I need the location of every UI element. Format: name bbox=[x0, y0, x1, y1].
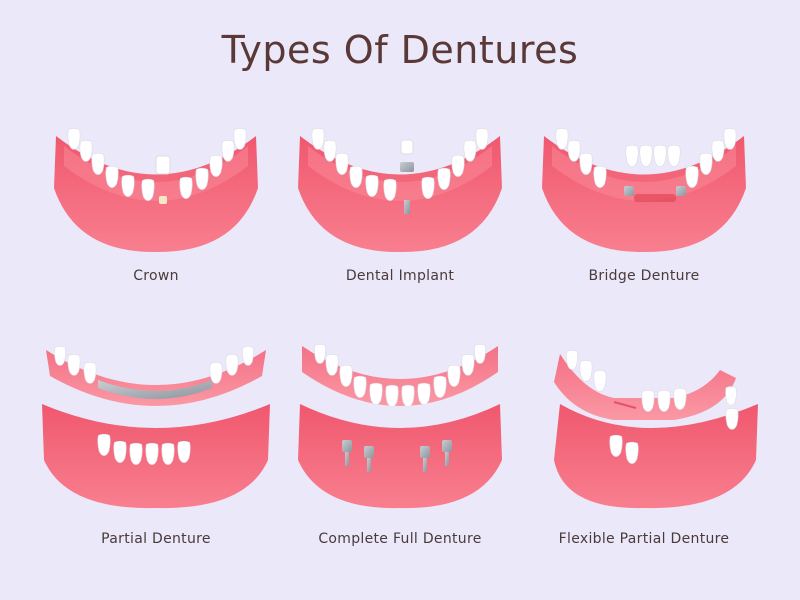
crown-illustration bbox=[54, 128, 258, 253]
denture-partial: Partial Denture bbox=[36, 342, 276, 562]
implant-abutment bbox=[400, 162, 414, 172]
bridge-denture-illustration bbox=[542, 128, 746, 253]
label-flexible-partial-denture: Flexible Partial Denture bbox=[558, 531, 730, 547]
label-crown: Crown bbox=[133, 268, 179, 284]
crown-cap bbox=[155, 155, 171, 175]
clasp bbox=[613, 401, 637, 409]
page-title: Types Of Dentures bbox=[221, 28, 579, 72]
abutment-left bbox=[624, 186, 634, 196]
lower-gum bbox=[554, 404, 758, 509]
denture-complete-full: Complete Full Denture bbox=[280, 342, 520, 562]
flexible-partial-denture-illustration bbox=[554, 350, 758, 509]
partial-denture-illustration bbox=[42, 346, 270, 509]
upper-gum bbox=[46, 350, 266, 406]
label-complete-full-denture: Complete Full Denture bbox=[318, 531, 482, 547]
implant-posts bbox=[342, 440, 452, 472]
lower-gum bbox=[298, 404, 502, 509]
denture-dental-implant: Dental Implant bbox=[280, 118, 520, 338]
label-bridge-denture: Bridge Denture bbox=[588, 268, 700, 284]
implant-crown bbox=[400, 139, 414, 155]
label-partial-denture: Partial Denture bbox=[101, 531, 211, 547]
upper-gum bbox=[302, 346, 498, 406]
denture-flexible-partial: Flexible Partial Denture bbox=[524, 342, 764, 562]
denture-crown: Crown bbox=[36, 118, 276, 338]
dental-implant-illustration bbox=[298, 128, 502, 253]
implant-screw bbox=[404, 200, 410, 214]
flexible-base bbox=[554, 354, 736, 420]
bridge-teeth bbox=[625, 144, 681, 167]
complete-full-denture-illustration bbox=[298, 344, 502, 509]
abutment-right bbox=[676, 186, 686, 196]
denture-bridge: Bridge Denture bbox=[524, 118, 764, 338]
metal-framework bbox=[98, 380, 212, 399]
label-dental-implant: Dental Implant bbox=[345, 268, 455, 284]
prepared-tooth bbox=[159, 196, 167, 204]
